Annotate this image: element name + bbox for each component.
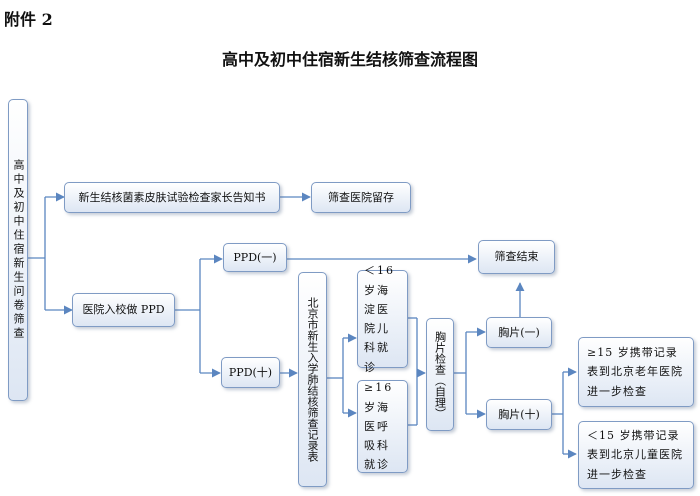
ppd-negative-label: PPD(一) [233,250,277,264]
xray-check-label: 胸片检查（自理） [433,330,447,419]
questionnaire-label: 高中及初中住宿新生问卷筛查 [11,159,25,341]
xray-negative-label: 胸片(一) [498,325,540,339]
ppd-at-school-label: 医院入校做 PPD [82,303,165,317]
over15-referral-label: ≥15 岁携带记录表到北京老年医院进一步检查 [587,346,683,398]
over16-box: ≥16 岁海医呼吸科就诊 [357,380,408,473]
over16-label: ≥16 岁海医呼吸科就诊 [364,381,394,472]
attachment-label: 附件 2 [4,10,53,29]
ppd-negative-box: PPD(一) [223,243,287,272]
under15-referral-box: ＜15 岁携带记录表到北京儿童医院进一步检查 [578,421,694,489]
xray-positive-box: 胸片(十) [486,399,552,430]
under16-label: ＜16 岁海淀医院儿科就诊 [364,264,395,374]
screening-end-box: 筛查结束 [478,240,555,274]
skin-test-notice-box: 新生结核菌素皮肤试验检查家长告知书 [64,182,280,213]
questionnaire-box: 高中及初中住宿新生问卷筛查 [8,99,28,401]
ppd-positive-label: PPD(十) [228,365,273,379]
page-title: 高中及初中住宿新生结核筛查流程图 [221,50,478,69]
registry-label: 北京市新生入学肺结核筛查记录表 [306,297,319,462]
registry-box: 北京市新生入学肺结核筛查记录表 [298,272,327,487]
over15-referral-box: ≥15 岁携带记录表到北京老年医院进一步检查 [578,337,694,407]
xray-check-box: 胸片检查（自理） [426,318,454,431]
xray-negative-box: 胸片(一) [486,317,552,348]
under15-referral-label: ＜15 岁携带记录表到北京儿童医院进一步检查 [587,429,683,481]
screening-end-label: 筛查结束 [494,250,539,264]
under16-box: ＜16 岁海淀医院儿科就诊 [357,264,408,374]
xray-positive-label: 胸片(十) [498,407,540,421]
archive-label: 筛查医院留存 [328,190,394,204]
ppd-positive-box: PPD(十) [221,357,280,388]
ppd-at-school-box: 医院入校做 PPD [72,293,175,327]
archive-box: 筛查医院留存 [311,182,411,213]
skin-test-notice-label: 新生结核菌素皮肤试验检查家长告知书 [78,190,266,204]
